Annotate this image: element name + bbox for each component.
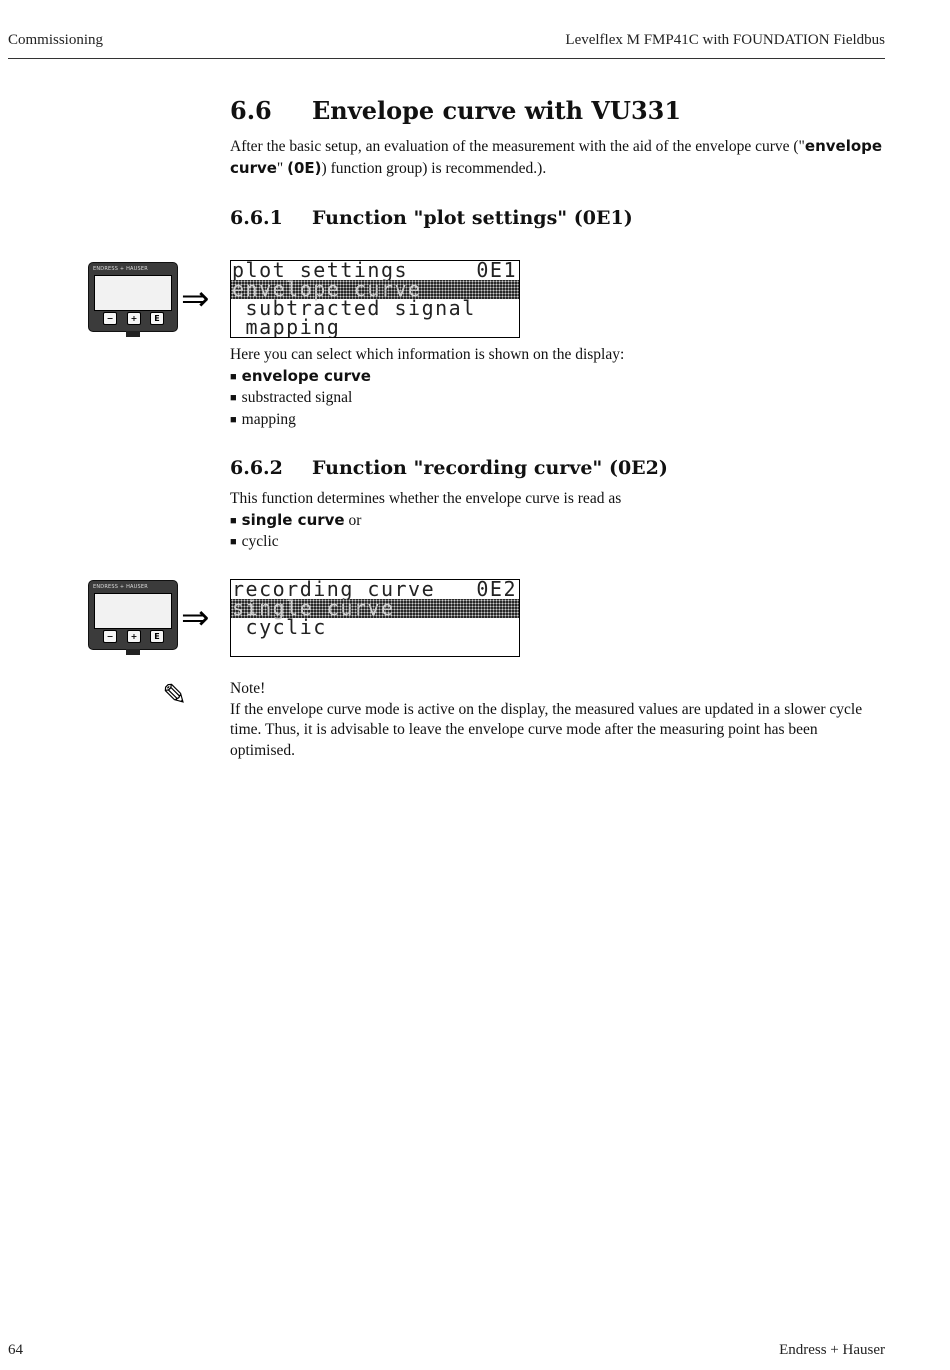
lcd-option-label: mapping: [245, 315, 341, 338]
section-title: Function "plot settings" (0E1): [312, 207, 633, 229]
note-text: If the envelope curve mode is active on …: [230, 700, 863, 759]
note-block: Note! If the envelope curve mode is acti…: [230, 679, 886, 761]
lcd-option-selected: envelope curve: [231, 277, 519, 301]
section-number: 6.6.2: [230, 457, 283, 479]
arrow-right-icon: ⇒: [181, 279, 210, 319]
plus-key-icon: +: [127, 630, 141, 643]
lcd-title: recording curve: [232, 579, 436, 601]
device-brand: ENDRESS + HAUSER: [93, 266, 148, 272]
device-body: ENDRESS + HAUSER − + E: [88, 580, 178, 650]
list-item-label: cyclic: [241, 533, 279, 550]
list-item: substracted signal: [230, 388, 890, 410]
device-brand: ENDRESS + HAUSER: [93, 584, 148, 590]
lcd-option: mapping: [231, 315, 519, 338]
device-body: ENDRESS + HAUSER − + E: [88, 262, 178, 332]
note-heading: Note!: [230, 680, 266, 697]
lcd-option-label: cyclic: [245, 615, 327, 639]
lcd-plot-settings: plot settings 0E1 envelope curve subtract…: [230, 260, 520, 338]
lcd-function-code: 0E1: [476, 260, 517, 282]
list-item: cyclic: [230, 532, 890, 554]
section-heading-6-6-1: 6.6.1 Function "plot settings" (0E1): [230, 207, 633, 229]
device-screen: [94, 593, 172, 629]
display-module-icon: ENDRESS + HAUSER − + E: [88, 580, 178, 658]
lcd-option: single curve: [232, 596, 395, 620]
plus-key-icon: +: [127, 312, 141, 325]
enter-key-icon: E: [150, 630, 164, 643]
pencil-icon: ✎: [162, 678, 188, 713]
lcd-option-label: subtracted signal: [245, 296, 476, 320]
lcd-recording-curve: recording curve 0E2 single curve cyclic: [230, 579, 520, 657]
device-connector: [126, 331, 140, 337]
intro-bold-code: (0E): [287, 158, 322, 177]
list-item-label: envelope curve: [241, 366, 371, 385]
description-text: Here you can select which information is…: [230, 346, 625, 363]
lcd-option: envelope curve: [232, 277, 422, 301]
description-text: This function determines whether the env…: [230, 490, 622, 507]
intro-bold-term: envelope curve: [230, 137, 883, 177]
enter-key-icon: E: [150, 312, 164, 325]
lcd-title-line: plot settings 0E1: [231, 261, 519, 280]
header-rule: [8, 58, 885, 59]
plot-settings-list: envelope curve substracted signal mappin…: [230, 366, 890, 432]
section-number: 6.6.1: [230, 207, 283, 229]
lcd-title-line: recording curve 0E2: [231, 580, 519, 599]
intro-text: ) function group) is recommended.).: [321, 159, 547, 177]
lcd-function-code: 0E2: [476, 579, 517, 601]
list-item-label: single curve: [241, 510, 345, 529]
recording-curve-list: single curve or cyclic: [230, 510, 890, 554]
section-title: Envelope curve with VU331: [312, 96, 682, 125]
device-connector: [126, 649, 140, 655]
lcd-option: subtracted signal: [231, 296, 519, 320]
header-section: Commissioning: [8, 32, 104, 48]
list-item-label: mapping: [241, 410, 296, 428]
footer-brand: Endress + Hauser: [779, 1342, 885, 1358]
list-item: mapping: [230, 410, 890, 432]
minus-key-icon: −: [103, 312, 117, 325]
lcd-title: plot settings: [232, 260, 409, 282]
section-number: 6.6: [230, 96, 272, 125]
list-item-label: substracted signal: [241, 389, 353, 406]
list-item: single curve or: [230, 510, 890, 533]
lcd-option: cyclic: [231, 615, 519, 639]
minus-key-icon: −: [103, 630, 117, 643]
section-heading-6-6-2: 6.6.2 Function "recording curve" (0E2): [230, 457, 668, 479]
list-item-suffix: or: [344, 511, 362, 529]
device-screen: [94, 275, 172, 311]
display-module-icon: ENDRESS + HAUSER − + E: [88, 262, 178, 340]
intro-paragraph: After the basic setup, an evaluation of …: [230, 136, 890, 179]
list-item: envelope curve: [230, 366, 890, 389]
lcd-option-selected: single curve: [231, 596, 519, 620]
page-number: 64: [8, 1342, 23, 1358]
section-heading-6-6: 6.6 Envelope curve with VU331: [230, 96, 681, 125]
arrow-right-icon: ⇒: [181, 598, 210, 638]
intro-text: After the basic setup, an evaluation of …: [230, 138, 805, 155]
recording-curve-description: This function determines whether the env…: [230, 489, 890, 554]
header-product: Levelflex M FMP41C with FOUNDATION Field…: [565, 32, 885, 48]
plot-settings-description: Here you can select which information is…: [230, 345, 890, 431]
section-title: Function "recording curve" (0E2): [312, 457, 668, 479]
intro-text: ": [276, 159, 288, 177]
